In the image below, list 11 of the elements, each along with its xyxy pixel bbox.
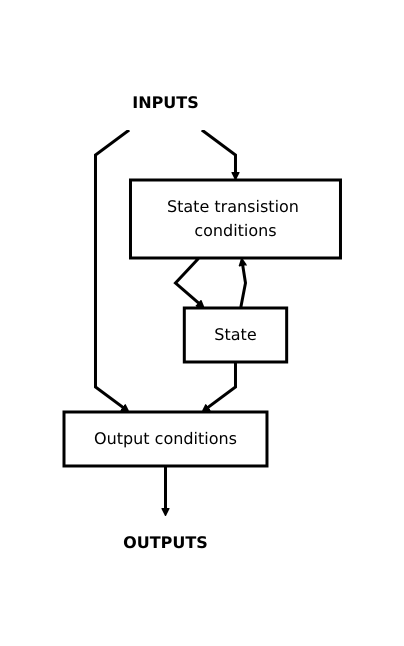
arrow — [201, 362, 237, 412]
arrow — [200, 128, 240, 180]
node-text: OUTPUTS — [122, 532, 208, 552]
arrow — [94, 128, 130, 412]
node-box: State — [182, 306, 288, 364]
node-text: INPUTS — [132, 93, 198, 112]
node-box: State transistion conditions — [128, 178, 342, 260]
arrow — [173, 256, 204, 308]
node-box: Output conditions — [62, 410, 268, 468]
arrow — [238, 258, 247, 308]
arrow — [160, 466, 170, 516]
